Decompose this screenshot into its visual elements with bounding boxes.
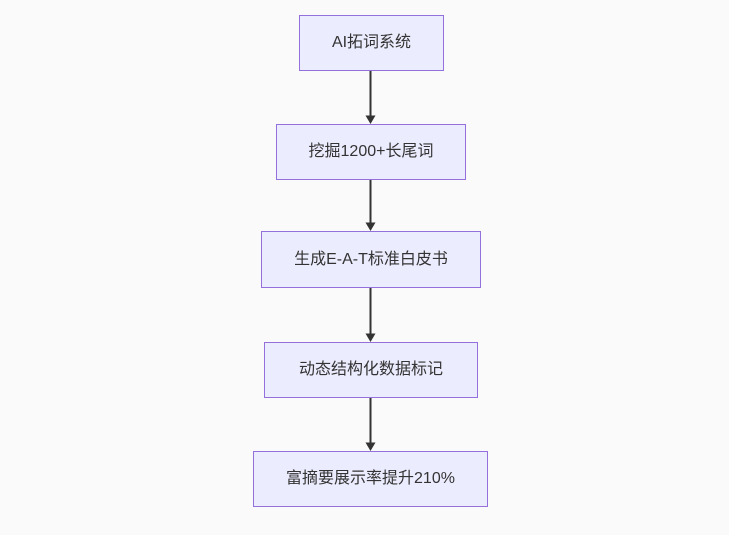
flowchart-node-ai-word-system: AI拓词系统 <box>299 15 444 71</box>
node-label: 动态结构化数据标记 <box>298 361 443 379</box>
flowchart-node-eat-whitepaper: 生成E-A-T标准白皮书 <box>261 231 481 288</box>
flowchart-node-structured-data: 动态结构化数据标记 <box>264 342 478 398</box>
edge-arrow-2 <box>365 180 376 231</box>
edge-arrow-3 <box>365 288 376 342</box>
edge-arrow-1 <box>365 71 376 124</box>
node-label: 挖掘1200+长尾词 <box>308 143 434 161</box>
node-label: AI拓词系统 <box>331 34 412 52</box>
node-label: 生成E-A-T标准白皮书 <box>294 250 448 268</box>
flowchart-node-longtail-mining: 挖掘1200+长尾词 <box>276 124 466 180</box>
node-label: 富摘要展示率提升210% <box>286 470 455 488</box>
edge-arrow-4 <box>365 398 376 451</box>
flowchart-node-rich-snippet-result: 富摘要展示率提升210% <box>253 451 488 507</box>
